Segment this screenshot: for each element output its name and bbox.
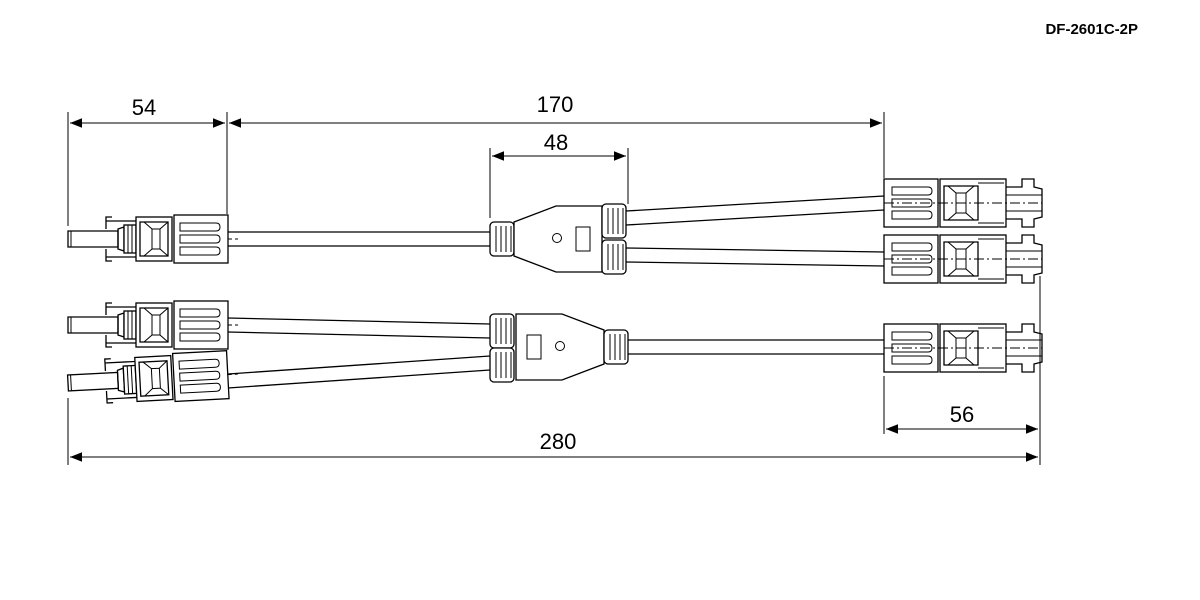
- upper-harness: [67, 178, 1043, 284]
- splitter-rib: [489, 347, 515, 383]
- female-connector-icon: [883, 234, 1043, 284]
- splitter-body: [515, 313, 605, 381]
- part-number: DF-2601C-2P: [1045, 21, 1138, 38]
- dimension-lines: [67, 112, 1041, 465]
- splitter-rib: [603, 329, 629, 365]
- splitter-rib: [489, 221, 515, 257]
- lower-harness: [66, 300, 1043, 408]
- dimension-labels: 54 170 48 56 280: [132, 92, 974, 454]
- splitter-rib: [601, 239, 627, 275]
- dim-170-label: 170: [537, 92, 574, 117]
- male-connector-icon: [67, 214, 239, 264]
- male-connector-icon: [66, 349, 240, 408]
- dim-280-label: 280: [540, 429, 577, 454]
- splitter-rib: [489, 313, 515, 349]
- female-connector-icon: [883, 178, 1043, 228]
- dim-48-label: 48: [544, 130, 568, 155]
- splitter-rib: [601, 203, 627, 239]
- dim-56-label: 56: [950, 402, 974, 427]
- dim-54-label: 54: [132, 95, 156, 120]
- female-connector-icon: [883, 323, 1043, 373]
- male-connector-icon: [67, 300, 239, 350]
- splitter-body: [513, 205, 603, 273]
